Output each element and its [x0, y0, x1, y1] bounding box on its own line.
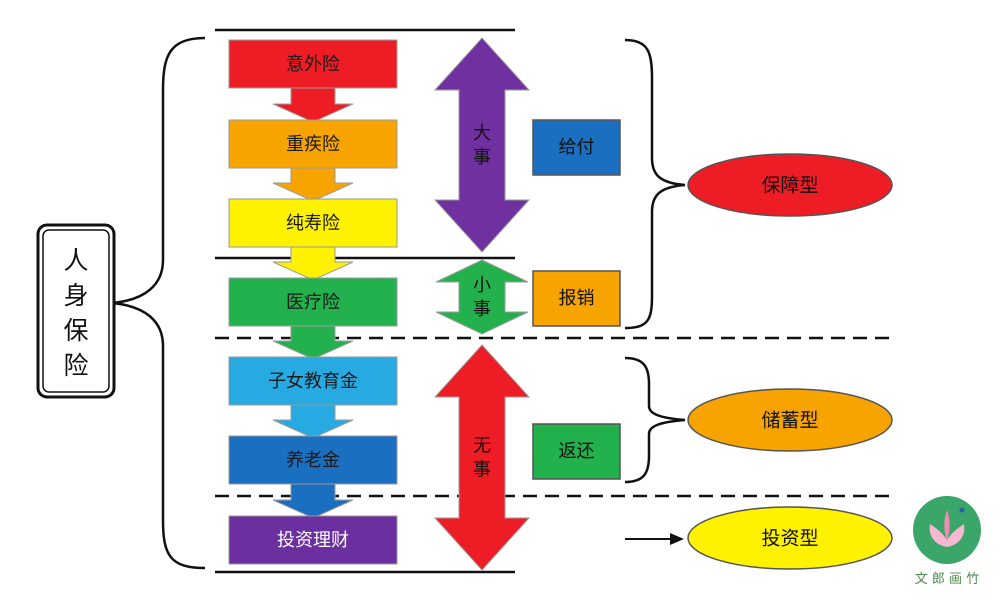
payout-box: 返还 — [532, 423, 621, 480]
event-arrow: 小事 — [435, 259, 529, 335]
type-ellipse: 保障型 — [687, 153, 893, 217]
type-label: 投资型 — [761, 528, 818, 550]
product-arrow — [272, 400, 354, 439]
type-ellipse-fill — [687, 388, 893, 452]
payout-box-fill — [532, 423, 621, 480]
event-arrow: 大事 — [433, 37, 531, 253]
event-char: 无 — [473, 436, 491, 457]
type-ellipse-fill — [687, 153, 893, 217]
root-char: 保 — [63, 316, 88, 345]
product-box-fill — [228, 277, 398, 327]
product-box: 医疗险 — [228, 277, 398, 327]
event-char: 事 — [473, 299, 491, 320]
product-label: 重疾险 — [286, 134, 340, 155]
root-char: 人 — [63, 246, 88, 275]
product-arrows — [272, 83, 354, 519]
event-arrow: 无事 — [433, 344, 531, 571]
product-box: 养老金 — [228, 435, 398, 485]
event-char: 事 — [473, 460, 491, 481]
product-label: 纯寿险 — [286, 213, 340, 234]
payout-box-fill — [532, 270, 621, 327]
event-arrow-shape — [433, 344, 531, 571]
product-arrow — [272, 242, 354, 281]
left-brace — [111, 36, 206, 570]
product-arrow — [272, 479, 354, 519]
event-arrow-shape — [435, 259, 529, 335]
product-label: 意外险 — [286, 54, 340, 75]
root-box: 人 身 保 险 — [36, 223, 116, 399]
right-brace-protection — [624, 38, 686, 330]
product-box: 意外险 — [228, 39, 398, 89]
product-arrow — [272, 163, 354, 202]
type-ellipse: 投资型 — [687, 506, 893, 570]
product-box-fill — [228, 39, 398, 89]
payout-box-fill — [532, 119, 621, 176]
watermark: 文 郎 画 竹 — [913, 496, 981, 587]
type-label: 储蓄型 — [761, 410, 818, 432]
product-box-fill — [228, 198, 398, 248]
product-label: 子女教育金 — [268, 371, 358, 392]
payout-box: 报销 — [532, 270, 621, 327]
event-char: 事 — [473, 147, 491, 168]
product-label: 医疗险 — [286, 292, 340, 313]
event-char: 大 — [473, 123, 491, 144]
lotus-icon — [929, 524, 965, 547]
product-box: 投资理财 — [228, 515, 398, 565]
product-arrow — [272, 321, 354, 360]
product-label: 投资理财 — [277, 530, 349, 551]
event-char: 小 — [473, 275, 491, 296]
type-ellipse-fill — [687, 506, 893, 570]
product-box: 纯寿险 — [228, 198, 398, 248]
root-char: 身 — [63, 281, 88, 310]
payout-label: 返还 — [559, 441, 595, 462]
product-box-fill — [228, 119, 398, 169]
right-brace-savings — [624, 356, 686, 484]
type-ellipse: 储蓄型 — [687, 388, 893, 452]
product-label: 养老金 — [286, 450, 340, 471]
payout-box: 给付 — [532, 119, 621, 176]
payout-label: 报销 — [559, 288, 595, 309]
type-label: 保障型 — [761, 175, 818, 197]
product-arrow — [272, 83, 354, 123]
product-box: 重疾险 — [228, 119, 398, 169]
product-box-fill — [228, 515, 398, 565]
investment-arrow-head — [670, 533, 684, 545]
watermark-text: 文 郎 画 竹 — [915, 572, 979, 587]
product-box-fill — [228, 356, 398, 406]
payout-label: 给付 — [559, 137, 595, 158]
product-box: 子女教育金 — [228, 356, 398, 406]
product-box-fill — [228, 435, 398, 485]
event-arrow-shape — [433, 37, 531, 253]
root-char: 险 — [63, 351, 88, 380]
